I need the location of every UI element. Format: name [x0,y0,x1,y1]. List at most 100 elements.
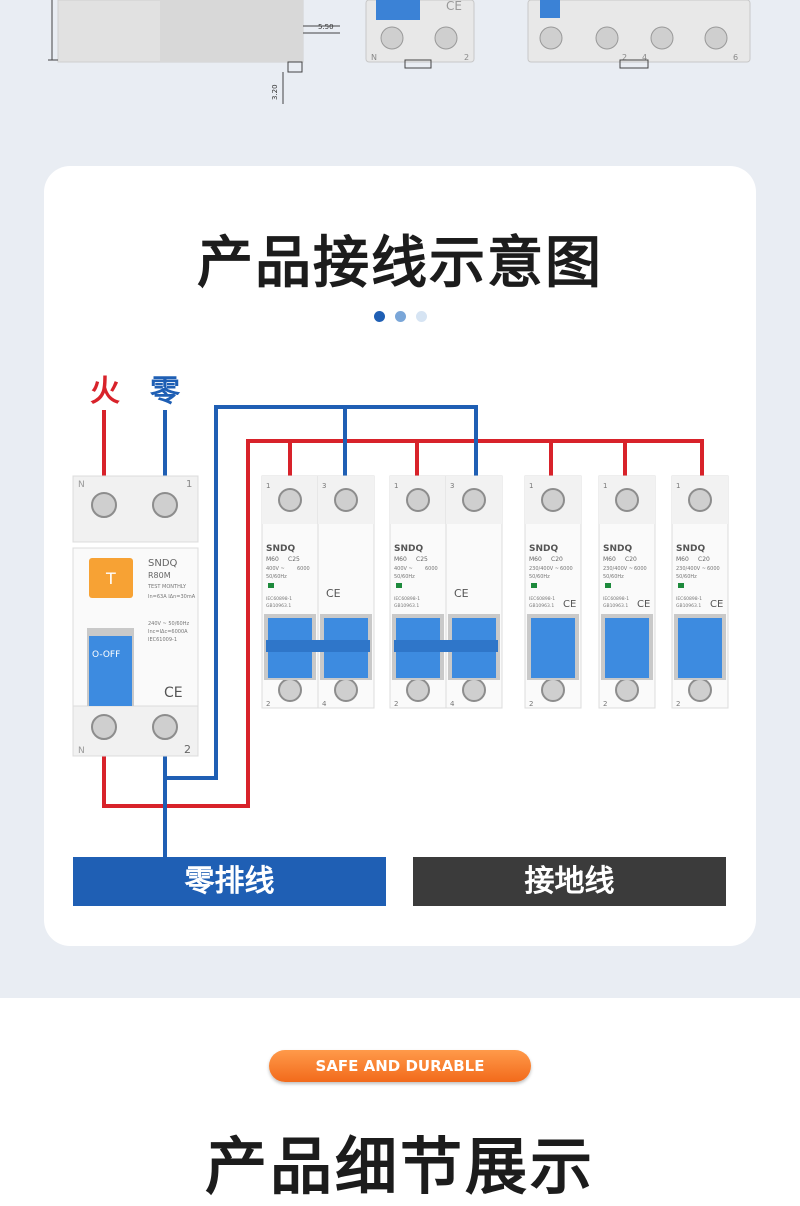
breaker-1p-2-pole-term-top: 1 [603,482,607,490]
breaker-1p-1-std2: GB10963.1 [529,603,554,609]
rcbo-term-tl: N [78,480,85,490]
breaker-1p-1-std1: IEC60898-1 [529,596,555,602]
breakers-1p-group: 1 2 SNDQ M60 C20 230/400V ~ 50/60Hz 6000IEC6089… [524,475,729,709]
breaker-1p-2-freq: 50/60Hz [603,574,624,580]
rcbo-breaker: N 1 N 2 T SNDQ R80M TEST MONTHLY In=63A … [72,475,199,757]
dimension-label-2: 3.20 [271,84,279,100]
live-label: 火 [90,374,120,409]
breaker-2p-2-brand: SNDQ [394,544,423,554]
breaker-1p-3-pole-term-top: 1 [676,482,680,490]
breaker-2p-1-pole-left-term-top: 1 [266,482,270,490]
term-6: 6 [733,53,738,62]
breaker-1p-2-pole-term-bottom: 2 [603,700,607,708]
rcbo-screw-1 [91,492,117,518]
breaker-2p-1-pole-right-term-top: 3 [322,482,326,490]
rcbo-model: R80M [148,571,171,580]
neutral-label: 零 [150,374,180,409]
rcbo-switch [89,636,132,706]
dimension-label-1: 5.50 [318,23,334,31]
term-n: N [371,53,377,62]
wiring-title: 产品接线示意图 [197,231,603,296]
breaker-1p-1-voltage: 230/400V ~ [529,566,559,572]
breaker-1p-2-ce-mark: CE [637,599,650,610]
breaker-1p-1-rating: C20 [551,556,563,563]
module-drawing-4p: 2 4 6 [527,0,751,69]
breaker-2p-2-ce-mark: CE [454,587,469,600]
breaker-2p-1-pole-left-screw-bottom [278,678,302,702]
breaker-1p-2-indicator [605,583,611,588]
breaker-2p-2-pole-right-term-bottom: 4 [450,700,455,708]
rcbo-spec-4: IEC61009-1 [148,637,177,643]
breaker-2p-1-indicator [268,583,274,588]
breaker-2p-1-model: M60 [266,556,279,563]
module-drawing-2p: CE N 2 [365,0,475,69]
breaker-2p-1-voltage: 400V ~ [266,566,285,572]
breaker-1p-3-freq: 50/60Hz [676,574,697,580]
rcbo-switch-label: O-OFF [92,650,120,660]
breaker-1p-2-pole-screw-bottom [615,678,639,702]
breaker-1p-3-brand: SNDQ [676,544,705,554]
breaker-2p-2-freq: 50/60Hz [394,574,415,580]
rcbo-term-br: 2 [184,743,191,756]
rcbo-screw-3 [91,714,117,740]
breaker-2p-2-tie-bar [394,640,498,652]
breaker-2p-1-pole-left-screw-top [278,488,302,512]
rcbo-test-key: T [105,569,116,588]
ground-bar: 接地线 [413,857,726,906]
breaker-1p-3-indicator [678,583,684,588]
breaker-1p-3-pole-screw-bottom [688,678,712,702]
breaker-2p-2-std2: GB10963.1 [394,603,419,609]
breaker-2p-1-tie-bar [266,640,370,652]
breaker-1p-3-pole-switch [678,618,722,678]
neutral-wires [163,405,478,860]
breaker-2p-1-capacity: 6000 [297,566,310,572]
breaker-1p-3-pole-term-bottom: 2 [676,700,680,708]
breaker-1p-3-capacity: 6000 [707,566,720,572]
breaker-1p-1-pole-switch [531,618,575,678]
breaker-2p-1-std1: IEC60898-1 [266,596,292,602]
breaker-1p-2-brand: SNDQ [603,544,632,554]
breaker-2p-2-pole-left-screw-bottom [406,678,430,702]
dimension-drawing: 5.50 3.20 [48,0,340,104]
rcbo-screw-2 [152,492,178,518]
breaker-1p-2-std1: IEC60898-1 [603,596,629,602]
rcbo-screw-4 [152,714,178,740]
carousel-dots [374,311,434,323]
term-4: 4 [642,53,647,62]
breaker-2p-2-pole-right-screw-top [462,488,486,512]
breaker-1p-1-brand: SNDQ [529,544,558,554]
dot-3 [416,311,427,322]
breaker-1p-2-voltage: 230/400V ~ [603,566,633,572]
breaker-1p-1-pole-term-bottom: 2 [529,700,533,708]
breaker-2p-1-pole-right-term-bottom: 4 [322,700,327,708]
live-bus-wire [102,439,704,808]
breaker-2p-2-pole-right-screw-bottom [462,678,486,702]
dot-1 [374,311,385,322]
top-drawing: 5.50 3.20 CE N 2 2 4 6 [48,0,751,104]
breaker-2p-2-pole-right-term-top: 3 [450,482,454,490]
rcbo-ce-mark: CE [164,685,183,701]
breaker-2p-2-pole-left-term-top: 1 [394,482,398,490]
breaker-1p-3-std2: GB10963.1 [676,603,701,609]
breaker-2p-2-pole-left-screw-top [406,488,430,512]
breaker-2p-2-pole-left-term-bottom: 2 [394,700,398,708]
rcbo-term-tr: 1 [186,479,192,490]
breaker-1p-3-rating: C20 [698,556,710,563]
background-bottom [0,998,800,1179]
rcbo-spec-3: Inc=IΔc=6000A [148,629,188,635]
term-2b: 2 [622,53,627,62]
svg-text:CE: CE [446,0,462,13]
breaker-1p-1-model: M60 [529,556,542,563]
rcbo-spec-2: 240V ~ 50/60Hz [148,621,190,627]
neutral-bar: 零排线 [73,857,386,906]
breaker-1p-1-indicator [531,583,537,588]
rcbo-test-text: TEST MONTHLY [147,584,187,590]
safe-durable-badge: SAFE AND DURABLE [269,1050,531,1082]
breaker-1p-1-pole-term-top: 1 [529,482,533,490]
